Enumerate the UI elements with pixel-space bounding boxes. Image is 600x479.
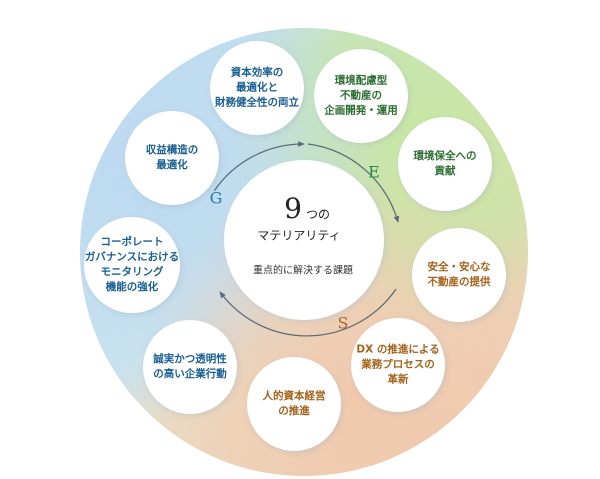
materiality-label-line: 貢献 bbox=[434, 165, 456, 177]
materiality-label-environmental-conservation: 環境保全への貢献 bbox=[414, 149, 477, 179]
arrow-s-to-g bbox=[219, 288, 397, 337]
materiality-label-line: 環境配慮型 bbox=[334, 74, 388, 87]
materiality-label-line: 業務プロセスの bbox=[361, 358, 435, 371]
materiality-circle-dx-reform bbox=[351, 318, 445, 412]
center-number: 9 bbox=[284, 192, 302, 225]
materiality-label-line: 収益構造の bbox=[145, 144, 199, 156]
materiality-label-line: の推進 bbox=[278, 405, 310, 417]
materiality-label-capital-efficiency: 資本効率の最適化と財務健全性の両立 bbox=[215, 66, 299, 111]
center-subtitle: 重点的に解決する課題 bbox=[253, 265, 353, 277]
materiality-circle-capital-efficiency bbox=[210, 41, 304, 135]
materiality-label-environmental-real-estate: 環境配慮型不動産の企画開発・運用 bbox=[324, 74, 398, 119]
materiality-label-line: 安全・安心な bbox=[427, 261, 491, 273]
materiality-label-line: 財務健全性の両立 bbox=[215, 96, 299, 109]
center-circle bbox=[224, 160, 384, 320]
materiality-label-line: 最適化と bbox=[236, 81, 278, 94]
materiality-label-line: 最適化 bbox=[156, 159, 188, 171]
center-number-suffix: つの bbox=[305, 207, 331, 222]
materiality-label-line: 環境保全への bbox=[413, 150, 477, 162]
category-label-g: G bbox=[209, 188, 223, 208]
materiality-label-line: 誠実かつ透明性 bbox=[153, 353, 227, 365]
materiality-label-line: モニタリング bbox=[100, 266, 164, 278]
materiality-label-corporate-governance: コーポレートガバナンスにおけるモニタリング機能の強化 bbox=[85, 235, 179, 295]
materiality-label-integrity: 誠実かつ透明性の高い企業行動 bbox=[153, 352, 227, 382]
cycle-arrows bbox=[213, 141, 400, 337]
category-label-e: E bbox=[368, 162, 380, 182]
materiality-label-line: コーポレート bbox=[100, 236, 164, 248]
materiality-label-dx-reform: DX の推進による業務プロセスの革新 bbox=[356, 343, 439, 388]
materiality-label-line: 不動産の bbox=[340, 89, 382, 102]
materiality-label-safe-real-estate: 安全・安心な不動産の提供 bbox=[428, 260, 491, 290]
materiality-label-line: 資本効率の bbox=[230, 66, 284, 79]
arrow-e-to-s bbox=[307, 143, 400, 223]
materiality-circle-environmental-real-estate bbox=[314, 49, 408, 143]
materiality-label-line: ガバナンスにおける bbox=[84, 251, 180, 263]
materiality-label-profit-structure: 収益構造の最適化 bbox=[146, 143, 199, 173]
materiality-label-line: 機能の強化 bbox=[105, 281, 159, 293]
materiality-label-line: 企画開発・運用 bbox=[324, 104, 398, 117]
materiality-circle-profit-structure bbox=[125, 111, 219, 205]
materiality-label-line: の高い企業行動 bbox=[153, 368, 227, 380]
materiality-circle-human-capital bbox=[247, 357, 341, 451]
materiality-circle-safe-real-estate bbox=[412, 228, 506, 322]
center-title: マテリアリティ bbox=[257, 228, 341, 243]
materiality-circles bbox=[84, 41, 508, 453]
materiality-circle-corporate-governance bbox=[84, 217, 180, 313]
materiality-label-human-capital: 人的資本経営の推進 bbox=[263, 389, 326, 419]
materiality-circle-integrity bbox=[143, 320, 237, 414]
category-label-s: S bbox=[337, 313, 349, 333]
materiality-label-line: 不動産の提供 bbox=[427, 276, 491, 288]
materiality-label-line: DX の推進による bbox=[356, 343, 440, 356]
arrow-g-to-e bbox=[213, 141, 305, 191]
materiality-label-line: 革新 bbox=[387, 373, 409, 386]
materiality-label-line: 人的資本経営 bbox=[262, 390, 326, 402]
materiality-circle-environmental-conservation bbox=[398, 117, 492, 211]
